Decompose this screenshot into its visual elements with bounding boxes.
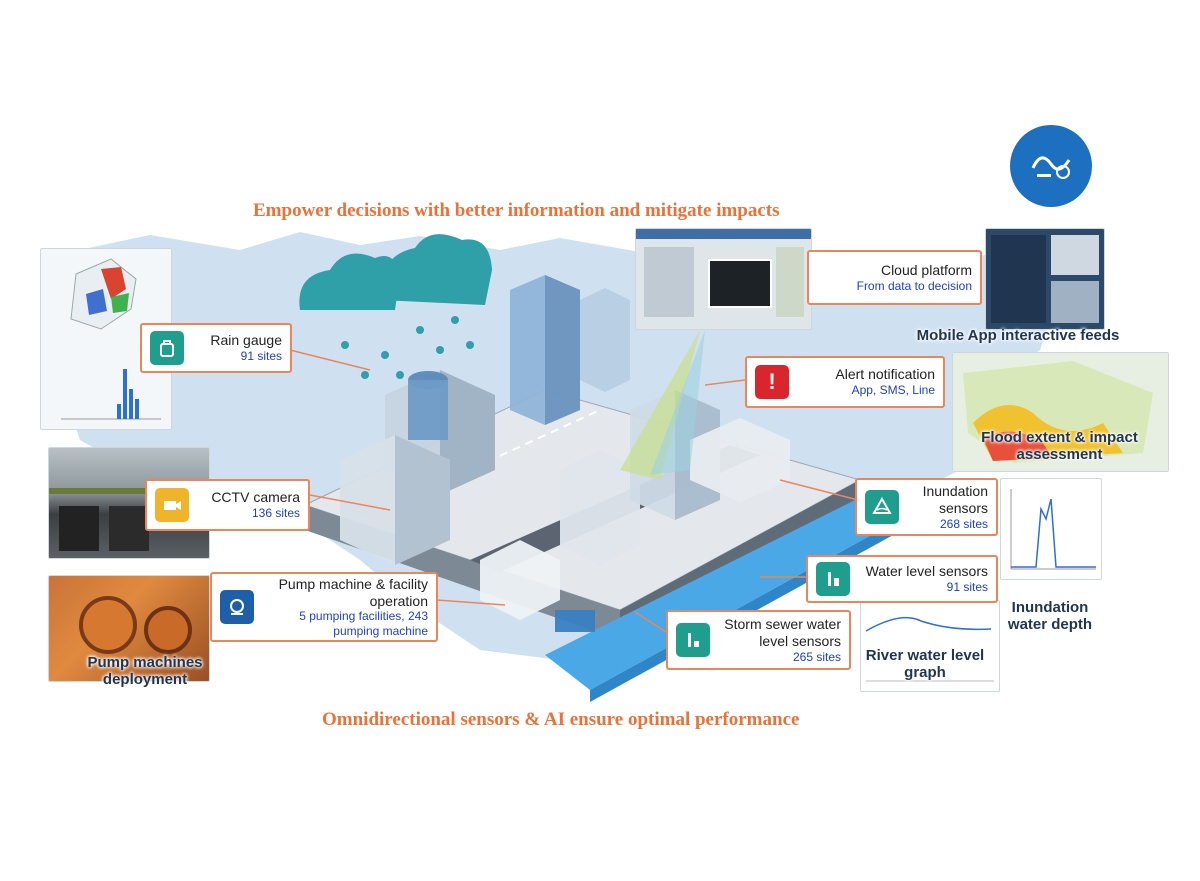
alert-callout: ! Alert notification App, SMS, Line: [745, 356, 945, 408]
rain-gauge-title: Rain gauge: [210, 332, 282, 349]
flood-extent-map: [952, 352, 1169, 472]
water-level-sites: 91 sites: [946, 580, 988, 595]
pump-deployment-photo: [48, 575, 210, 682]
rain-gauge-callout: Rain gauge 91 sites: [140, 323, 292, 373]
cloud-platform-sub: From data to decision: [856, 278, 972, 293]
pump-title-line1: Pump machine & facility: [278, 575, 428, 592]
inundation-depth-caption: Inundation water depth: [1007, 599, 1093, 633]
pump-callout: Pump machine & facility operation 5 pump…: [210, 572, 438, 642]
storm-sewer-callout: Storm sewer water level sensors 265 site…: [666, 610, 851, 670]
alert-sub: App, SMS, Line: [851, 383, 935, 398]
inundation-sites: 268 sites: [939, 516, 988, 531]
rain-clouds: [299, 234, 492, 379]
mobile-app-caption: Mobile App interactive feeds: [916, 327, 1120, 344]
inundation-title-line1: Inundation: [922, 483, 988, 500]
cctv-callout: CCTV camera 136 sites: [145, 479, 310, 531]
alert-title: Alert notification: [835, 366, 935, 383]
storm-sewer-title-line1: Storm sewer water: [724, 616, 841, 632]
buildings: [340, 275, 790, 632]
river-level-caption: River water level graph: [865, 647, 985, 681]
water-level-icon: [816, 562, 850, 596]
cloud-platform-callout: Cloud platform From data to decision: [807, 250, 982, 305]
pump-sub-line2: pumping machine: [333, 623, 428, 638]
logo-seal: [1010, 125, 1092, 207]
rain-gauge-sites: 91 sites: [240, 349, 282, 364]
inundation-callout: Inundation sensors 268 sites: [855, 478, 998, 536]
storm-sewer-title-line2: level sensors: [759, 632, 841, 649]
inundation-depth-graph: [1000, 478, 1102, 580]
pump-icon: [220, 590, 254, 624]
mobile-app-screenshot: [985, 228, 1105, 330]
river: [545, 480, 935, 690]
alert-icon: !: [755, 365, 789, 399]
sewer-sensor-icon: [676, 623, 710, 657]
inundation-title-line2: sensors: [938, 499, 988, 516]
rainfall-map-thumbnail: [40, 248, 172, 430]
inundation-sensor-icon: [865, 490, 899, 524]
cctv-title: CCTV camera: [211, 489, 300, 506]
camera-icon: [155, 488, 189, 522]
pump-title-line2: operation: [369, 592, 428, 609]
cctv-sites: 136 sites: [251, 506, 300, 521]
cloud-platform-screenshot: [635, 228, 812, 330]
connector-lines: [289, 349, 859, 633]
pump-deployment-caption: Pump machines deployment: [87, 654, 203, 688]
headline-bottom: Omnidirectional sensors & AI ensure opti…: [322, 709, 800, 730]
headline-top: Empower decisions with better informatio…: [253, 200, 780, 221]
flood-extent-caption: Flood extent & impact assessment: [981, 429, 1138, 463]
water-level-callout: Water level sensors 91 sites: [806, 555, 998, 603]
cloud-platform-title: Cloud platform: [880, 261, 972, 278]
storm-sewer-sites: 265 sites: [792, 649, 841, 664]
pump-sub-line1: 5 pumping facilities, 243: [299, 609, 428, 624]
logo-emblem-icon: [1031, 156, 1071, 179]
rain-gauge-icon: [150, 331, 184, 365]
river-level-graph: [860, 600, 1000, 692]
data-beam: [620, 330, 700, 480]
water-level-title: Water level sensors: [865, 563, 988, 580]
